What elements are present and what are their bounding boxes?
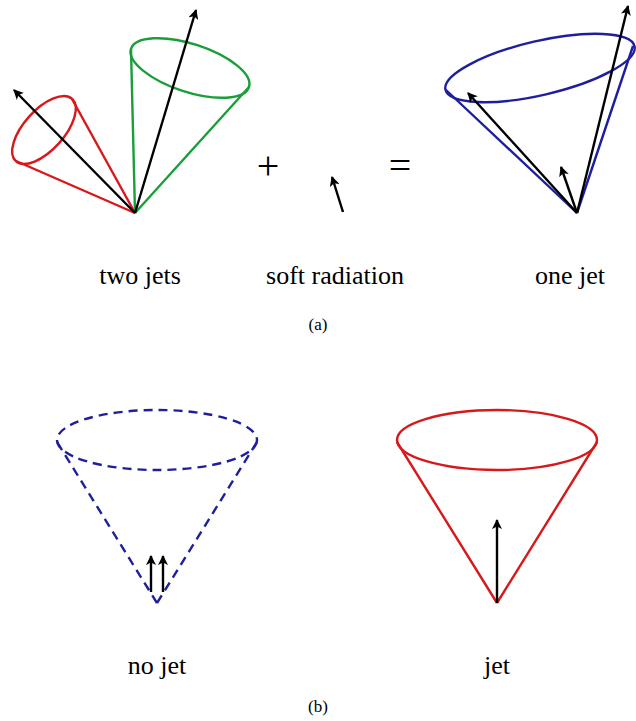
blue-cone [439, 20, 636, 213]
soft-arrow [561, 167, 577, 213]
cone-side [446, 46, 633, 213]
jet-arrow [468, 93, 577, 213]
subfigure-label: (a) [309, 316, 328, 333]
cone-rim [1, 85, 87, 174]
jet-arrow [577, 6, 628, 213]
cone-rim [439, 20, 636, 116]
red-cone [1, 85, 135, 213]
panel-caption: no jet [128, 653, 187, 679]
jet-arrow [496, 520, 498, 603]
cone-rim [124, 26, 257, 110]
cone-side [57, 442, 257, 603]
cone-rim [57, 410, 257, 470]
cone-rim [397, 410, 597, 470]
red-cone [397, 410, 597, 603]
panel-caption: soft radiation [266, 263, 404, 289]
plus-sign: + [257, 146, 280, 186]
panel-caption: jet [484, 653, 510, 679]
subfigure-label: (b) [308, 698, 328, 715]
parton-arrow [162, 556, 164, 592]
equals-sign: = [389, 146, 412, 186]
parton-arrow [150, 556, 152, 592]
cone-side [397, 442, 597, 603]
soft-arrow [332, 177, 343, 212]
panel-caption: two jets [99, 263, 181, 289]
cone-side [131, 49, 249, 213]
jet-arrow [135, 10, 196, 213]
jet-arrow [14, 90, 135, 213]
dashed-cone [57, 410, 257, 603]
panel-caption: one jet [535, 263, 605, 289]
